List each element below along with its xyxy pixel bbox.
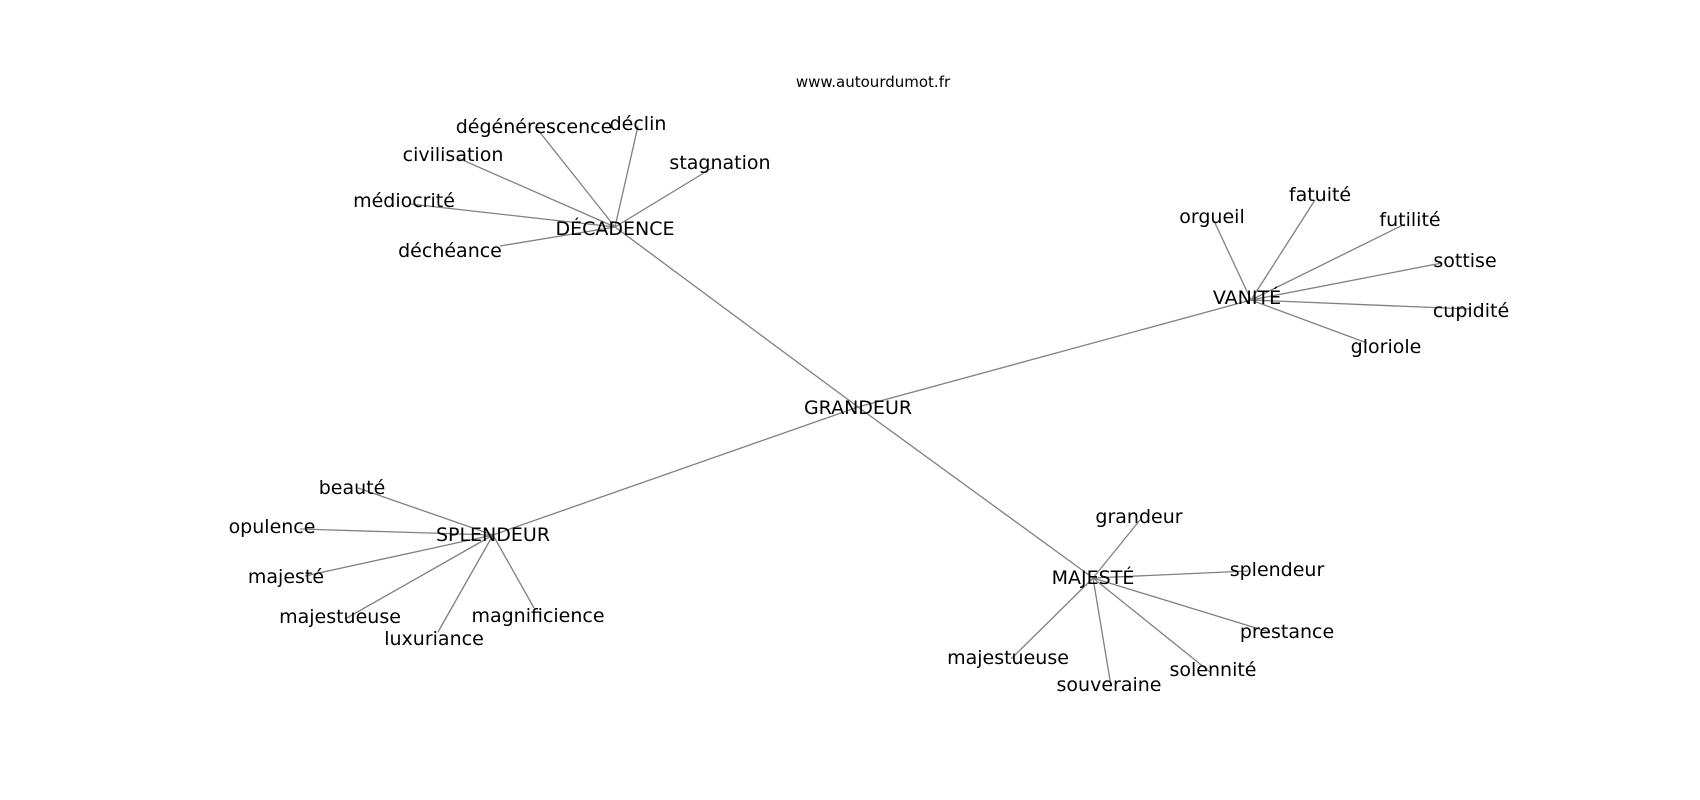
word-node-vanite-3[interactable]: sottise bbox=[1433, 250, 1496, 272]
edge-decadence-2 bbox=[614, 167, 713, 228]
edge-majeste-main-3 bbox=[1092, 577, 1211, 673]
edge-majeste-main-5 bbox=[1010, 577, 1094, 660]
word-node-splendeur-main-1[interactable]: opulence bbox=[229, 516, 316, 538]
node-grandeur-main[interactable]: GRANDEUR bbox=[804, 397, 912, 419]
word-node-decadence-5[interactable]: déchéance bbox=[398, 240, 502, 262]
site-url: www.autourdumot.fr bbox=[796, 73, 951, 91]
word-node-splendeur-main-0[interactable]: beauté bbox=[319, 477, 386, 499]
word-node-majeste-main-1[interactable]: splendeur bbox=[1230, 559, 1325, 581]
edge-center-decadence bbox=[614, 226, 859, 408]
edge-splendeur-main-0 bbox=[357, 487, 494, 536]
edge-vanite-5 bbox=[1250, 299, 1368, 344]
edge-center-majeste-main bbox=[857, 406, 1094, 579]
edge-splendeur-main-2 bbox=[304, 534, 494, 577]
word-node-splendeur-main-2[interactable]: majesté bbox=[248, 566, 324, 588]
edge-vanite-3 bbox=[1250, 262, 1443, 301]
node-decadence[interactable]: DÉCADENCE bbox=[555, 217, 674, 240]
word-node-majeste-main-0[interactable]: grandeur bbox=[1095, 506, 1182, 528]
word-node-decadence-2[interactable]: stagnation bbox=[669, 152, 770, 174]
word-node-decadence-0[interactable]: dégénérescence bbox=[456, 116, 613, 138]
edge-splendeur-main-3 bbox=[344, 534, 494, 620]
edge-majeste-main-2 bbox=[1092, 577, 1270, 633]
word-node-majeste-main-2[interactable]: prestance bbox=[1240, 621, 1334, 643]
word-node-vanite-4[interactable]: cupidité bbox=[1433, 300, 1509, 322]
edge-vanite-0 bbox=[1214, 222, 1252, 301]
edge-vanite-4 bbox=[1250, 299, 1471, 310]
word-node-majeste-main-5[interactable]: majestueuse bbox=[947, 647, 1069, 669]
word-node-vanite-5[interactable]: gloriole bbox=[1351, 336, 1422, 358]
edge-decadence-3 bbox=[457, 157, 616, 228]
word-node-splendeur-main-4[interactable]: luxuriance bbox=[384, 628, 484, 650]
edge-center-splendeur-main bbox=[492, 406, 859, 536]
word-node-vanite-1[interactable]: fatuité bbox=[1289, 184, 1351, 206]
word-node-majeste-main-3[interactable]: solennité bbox=[1170, 659, 1257, 681]
word-node-decadence-3[interactable]: civilisation bbox=[403, 144, 504, 166]
edge-majeste-main-0 bbox=[1092, 519, 1141, 579]
edge-splendeur-main-5 bbox=[492, 534, 535, 609]
word-node-vanite-2[interactable]: futilité bbox=[1379, 209, 1440, 231]
word-node-majeste-main-4[interactable]: souveraine bbox=[1057, 674, 1162, 696]
edge-decadence-1 bbox=[614, 125, 639, 228]
graph-labels: GRANDEUR DÉCADENCE dégénérescencedéclinsta… bbox=[229, 113, 1510, 696]
node-majeste-main[interactable]: MAJESTÉ bbox=[1052, 566, 1135, 589]
graph-edges bbox=[299, 125, 1471, 687]
word-node-splendeur-main-3[interactable]: majestueuse bbox=[279, 606, 401, 628]
edge-vanite-1 bbox=[1250, 199, 1316, 301]
edge-splendeur-main-4 bbox=[437, 534, 494, 633]
edge-center-vanite bbox=[857, 299, 1252, 408]
word-node-decadence-1[interactable]: déclin bbox=[610, 113, 667, 135]
edge-majeste-main-4 bbox=[1092, 577, 1112, 687]
edge-decadence-4 bbox=[409, 203, 616, 228]
word-node-vanite-0[interactable]: orgueil bbox=[1179, 206, 1244, 228]
edge-decadence-0 bbox=[537, 129, 616, 228]
edge-majeste-main-1 bbox=[1092, 570, 1249, 579]
edge-splendeur-main-1 bbox=[299, 528, 494, 536]
edge-vanite-2 bbox=[1250, 223, 1406, 301]
edge-decadence-5 bbox=[499, 226, 616, 247]
node-vanite[interactable]: VANITÉ bbox=[1213, 286, 1281, 309]
word-node-splendeur-main-5[interactable]: magnificience bbox=[471, 605, 604, 627]
word-node-decadence-4[interactable]: médiocrité bbox=[353, 190, 455, 212]
node-splendeur-main[interactable]: SPLENDEUR bbox=[436, 524, 550, 546]
